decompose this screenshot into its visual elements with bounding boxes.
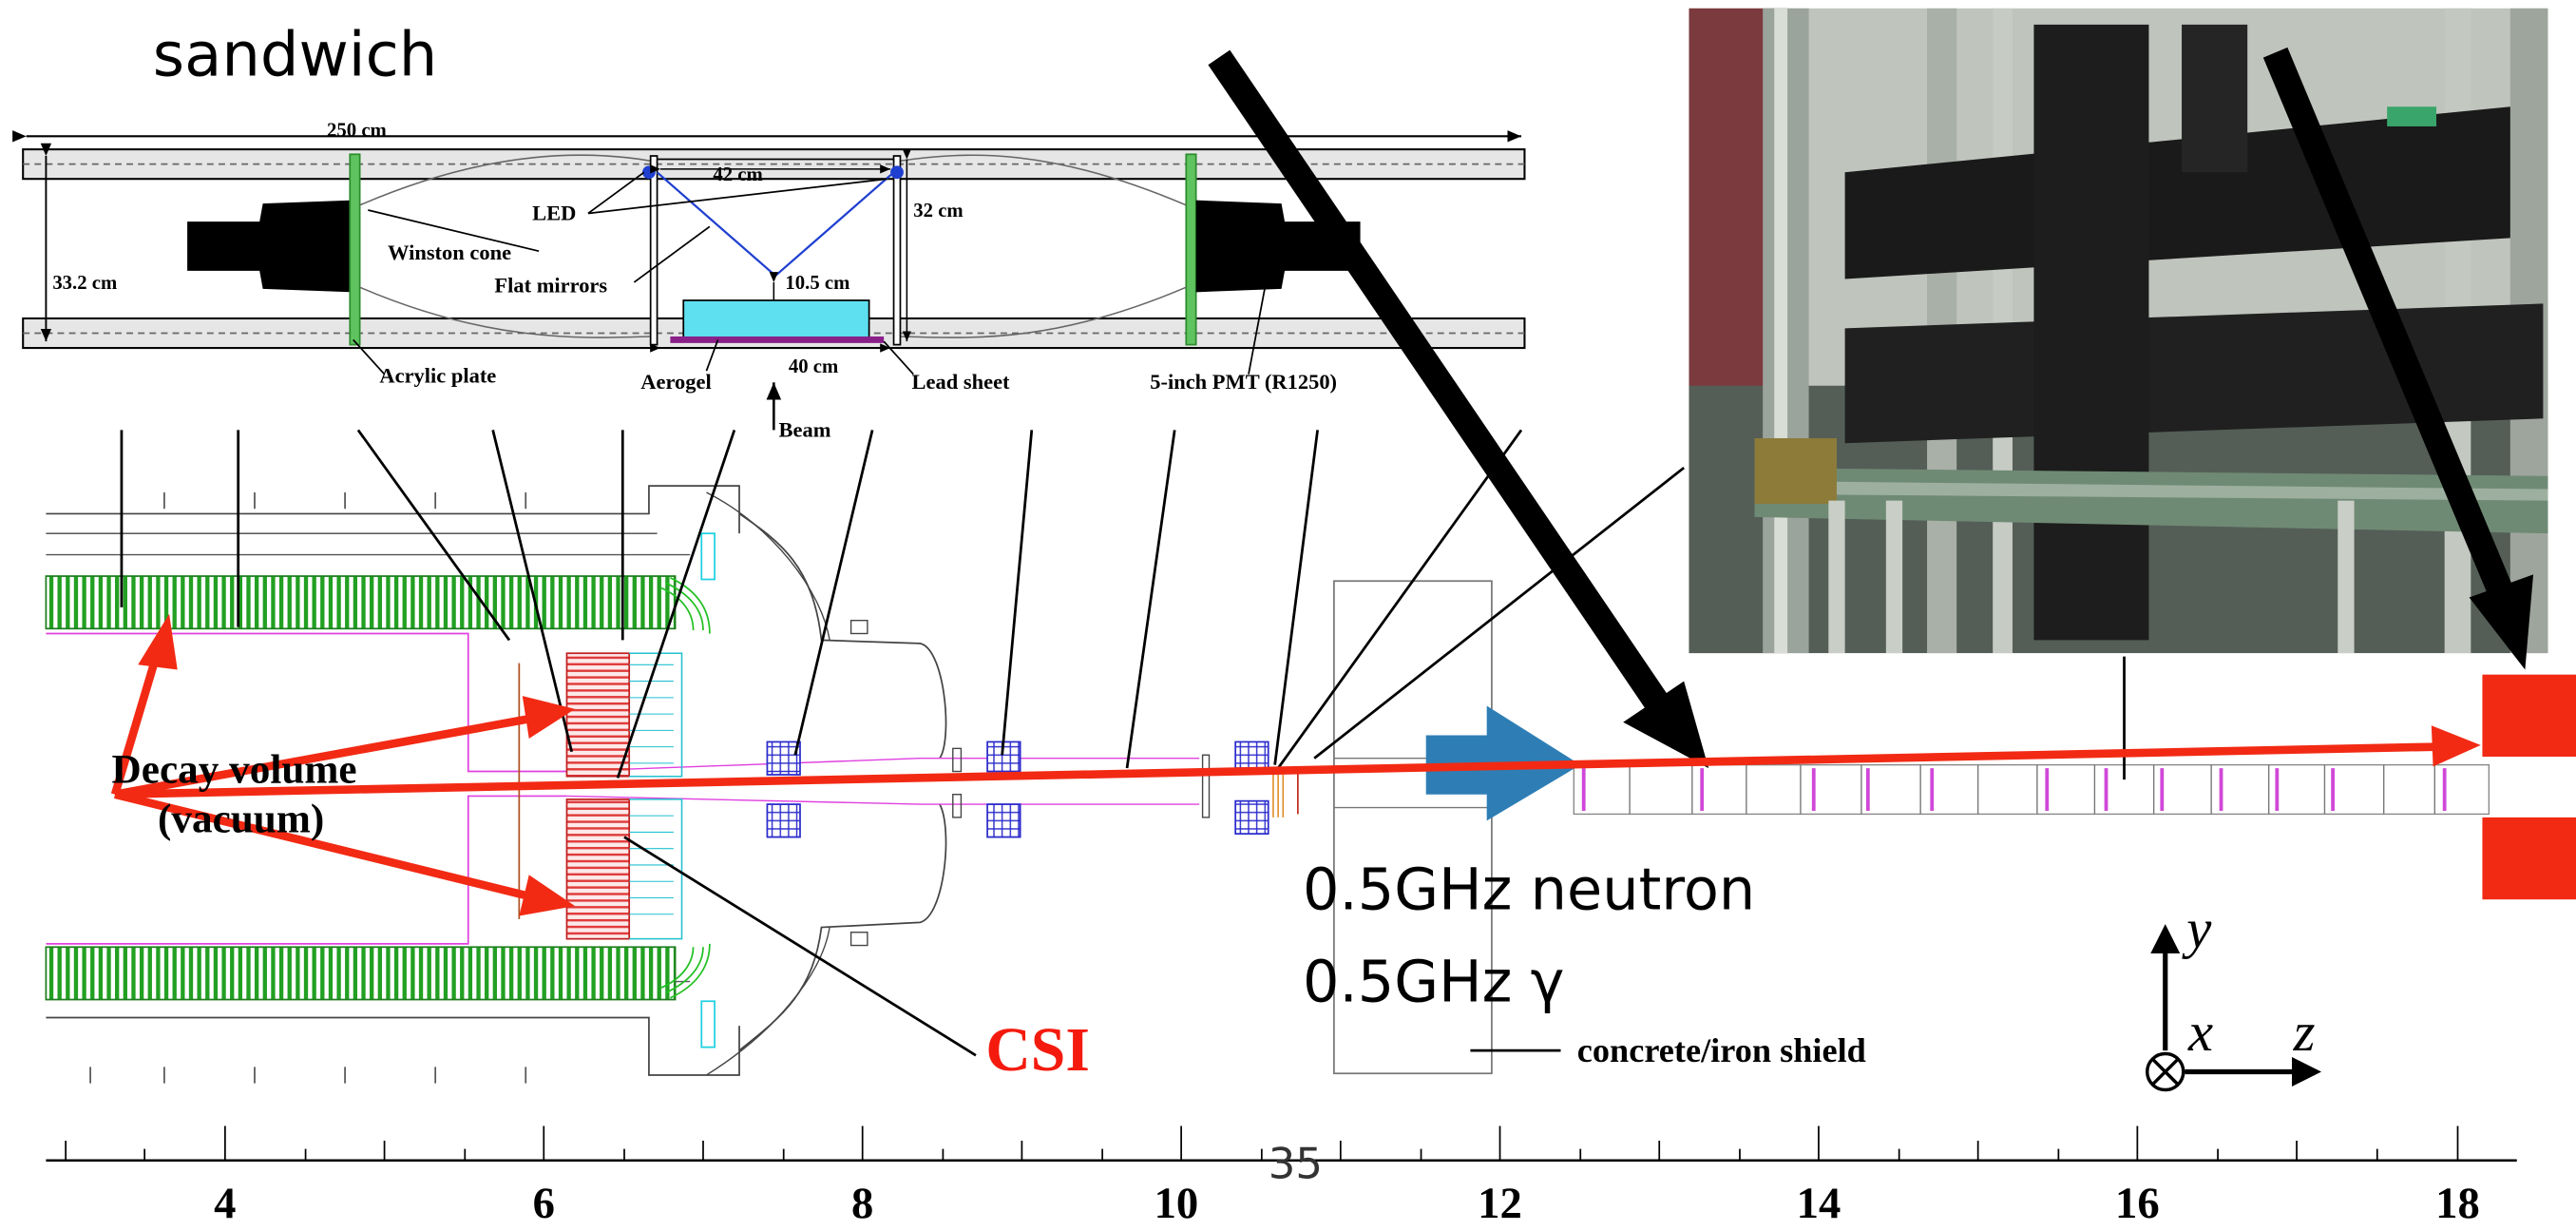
- setup-photo-image: [1689, 8, 2548, 654]
- dim-height: 33.2 cm: [52, 273, 117, 294]
- scale-tick-4: 4: [214, 1179, 236, 1228]
- scale-tick-8: 8: [851, 1179, 873, 1228]
- slide-title: sandwich: [152, 19, 438, 90]
- far-detector-upper: [2482, 674, 2576, 757]
- scale-tick-18: 18: [2435, 1179, 2480, 1228]
- neutron-rate: 0.5GHz neutron: [1303, 857, 1755, 924]
- scale-tick-14: 14: [1797, 1179, 1841, 1228]
- dim-aerogel-gap: 10.5 cm: [785, 273, 849, 294]
- decay-volume-label: Decay volume: [112, 748, 357, 793]
- downstream-counter-modules: [1573, 763, 2490, 816]
- scale-tick-12: 12: [1478, 1179, 1522, 1228]
- dim-inner-height: 32 cm: [913, 201, 963, 221]
- axis-z-label: z: [2293, 1001, 2316, 1063]
- scale-tick-16: 16: [2115, 1179, 2160, 1228]
- gamma-rate: 0.5GHz γ: [1303, 949, 1564, 1015]
- distance-scale: 4 6 8 10 12 14 16 18: [46, 1125, 2517, 1228]
- label-winston-cone: Winston cone: [388, 240, 511, 264]
- far-detector-lower: [2482, 817, 2576, 900]
- dim-aerogel-width: 40 cm: [789, 356, 838, 377]
- vacuum-label: (vacuum): [158, 797, 324, 841]
- axis-x-label: x: [2187, 1001, 2213, 1063]
- dim-mirror-span: 42 cm: [713, 164, 762, 185]
- label-beam: Beam: [779, 417, 831, 441]
- scale-tick-10: 10: [1154, 1179, 1199, 1228]
- setup-photo: [1689, 8, 2548, 654]
- label-flat-mirrors: Flat mirrors: [494, 273, 607, 297]
- label-aerogel: Aerogel: [640, 370, 711, 394]
- axis-y-label: y: [2182, 897, 2212, 959]
- scale-tick-6: 6: [533, 1179, 555, 1228]
- label-acrylic-plate: Acrylic plate: [379, 363, 496, 387]
- red-particle-arrows: [110, 613, 2481, 916]
- black-pointer-arrows: [1208, 47, 2534, 769]
- label-led: LED: [532, 201, 576, 224]
- dim-length: 250 cm: [327, 120, 387, 141]
- shield-label: concrete/iron shield: [1577, 1031, 1866, 1069]
- label-lead-sheet: Lead sheet: [912, 370, 1010, 394]
- label-pmt: 5-inch PMT (R1250): [1150, 370, 1337, 394]
- page-number: 35: [1269, 1139, 1323, 1189]
- csi-label: CSI: [985, 1015, 1090, 1085]
- detector-section: [45, 429, 2490, 1084]
- coordinate-axes: y x z: [2146, 897, 2322, 1092]
